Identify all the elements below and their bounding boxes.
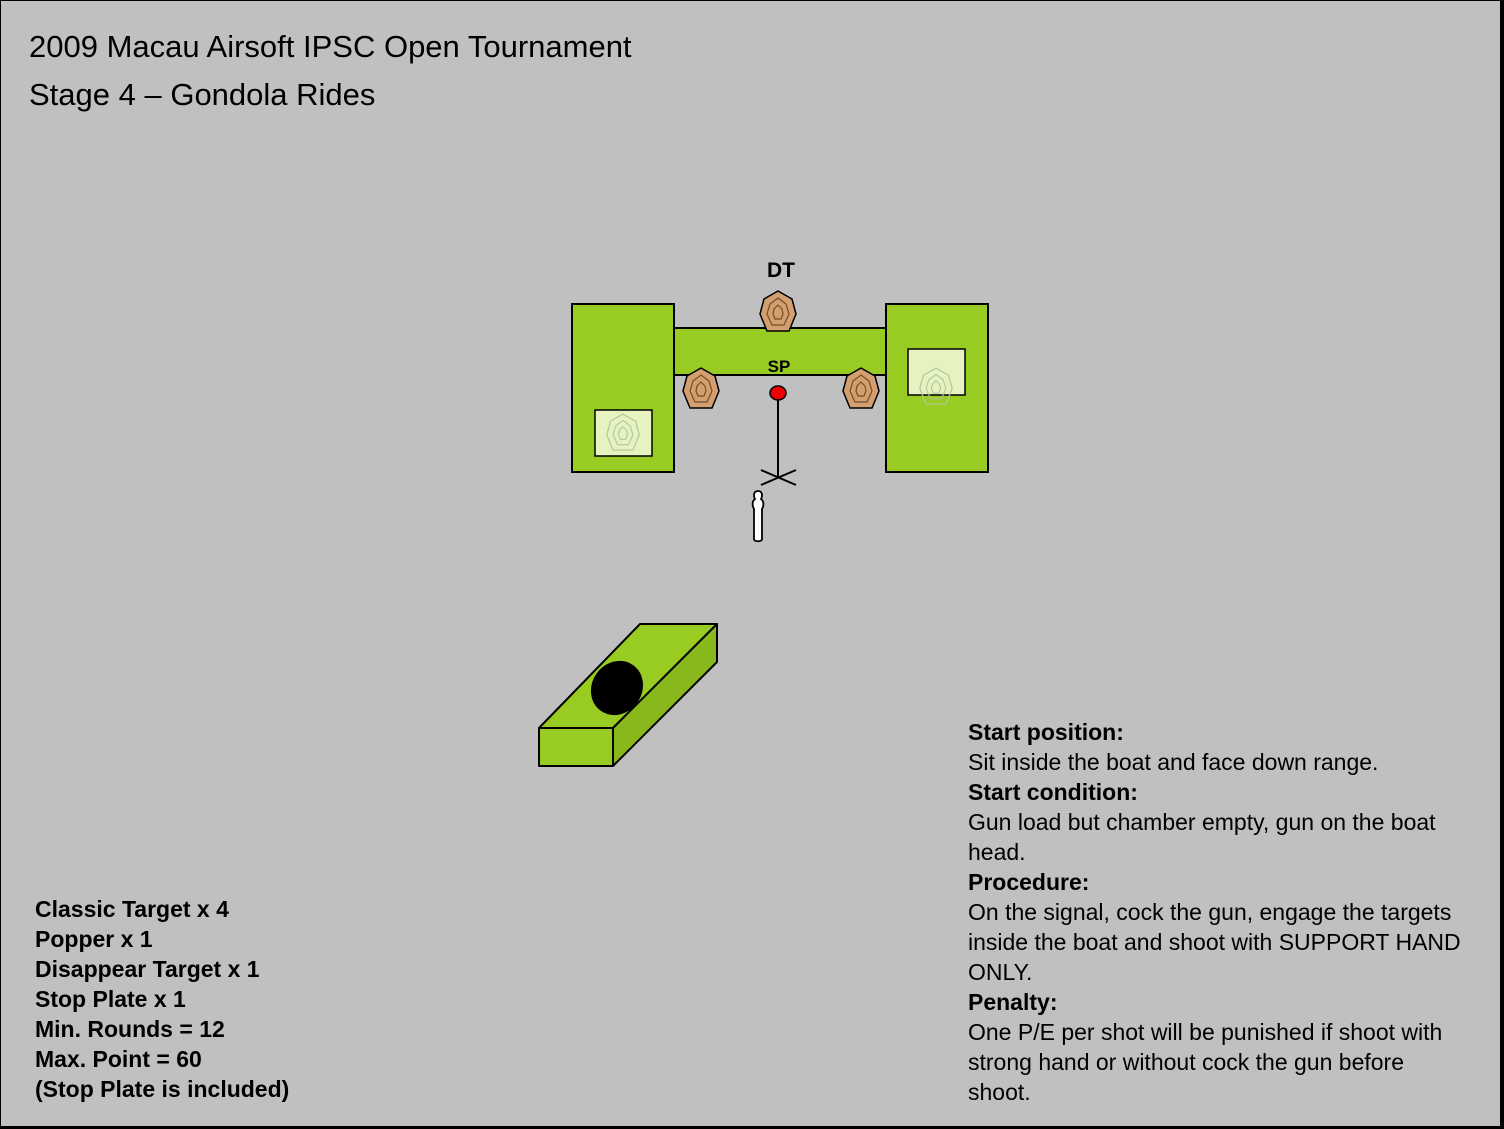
boat-center-bar [672, 327, 888, 376]
shooter-icon [751, 490, 765, 543]
stage-summary: Classic Target x 4 Popper x 1 Disappear … [35, 894, 289, 1104]
stop-plate-label: SP [768, 357, 791, 376]
start-position-mark-icon [760, 469, 797, 486]
start-condition-heading: Start condition: [968, 779, 1138, 805]
stage-subtitle: Stage 4 – Gondola Rides [29, 77, 376, 112]
summary-line: (Stop Plate is included) [35, 1076, 290, 1102]
summary-line: Max. Point = 60 [35, 1046, 202, 1072]
summary-line: Disappear Target x 1 [35, 956, 260, 982]
classic-target-icon [759, 290, 797, 332]
procedure-text: On the signal, cock the gun, engage the … [968, 899, 1461, 985]
no-shoot-target-icon [907, 348, 966, 405]
summary-line: Classic Target x 4 [35, 896, 229, 922]
summary-line: Min. Rounds = 12 [35, 1016, 225, 1042]
start-position-text: Sit inside the boat and face down range. [968, 749, 1379, 775]
stop-plate-icon [769, 385, 787, 401]
summary-line: Stop Plate x 1 [35, 986, 186, 1012]
start-condition-text: Gun load but chamber empty, gun on the b… [968, 809, 1436, 865]
page-title: 2009 Macau Airsoft IPSC Open Tournament [29, 29, 632, 64]
procedure-heading: Procedure: [968, 869, 1090, 895]
start-position-heading: Start position: [968, 719, 1124, 745]
penalty-heading: Penalty: [968, 989, 1058, 1015]
no-shoot-target-icon [594, 409, 653, 457]
penalty-text: One P/E per shot will be punished if sho… [968, 1019, 1443, 1105]
summary-line: Popper x 1 [35, 926, 153, 952]
barrel-box-icon [538, 623, 718, 767]
stage-briefing: Start position: Sit inside the boat and … [968, 717, 1468, 1107]
disappear-target-label: DT [767, 259, 795, 282]
